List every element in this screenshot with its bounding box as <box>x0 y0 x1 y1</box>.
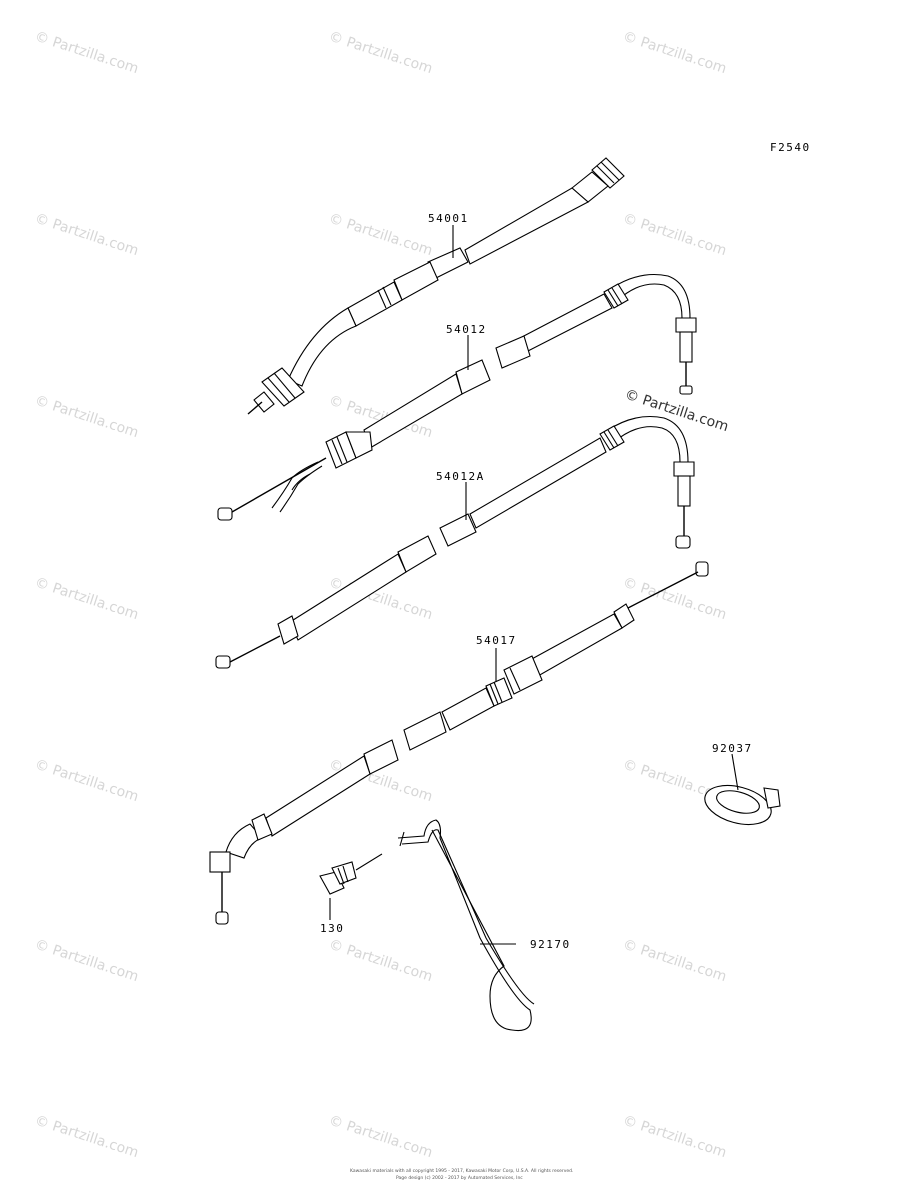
figure-code: F2540 <box>770 141 811 154</box>
part-92170-wire-stay: 92170 <box>397 819 571 1032</box>
watermark: © Partzilla.com <box>621 29 729 78</box>
footer-page-design: Page design (c) 2002 - 2017 by Automated… <box>396 1175 523 1181</box>
part-130-bolt: 130 <box>319 853 383 935</box>
watermark: © Partzilla.com <box>327 29 435 78</box>
part-label-54017: 54017 <box>476 634 517 647</box>
watermark: © Partzilla.com <box>33 937 141 986</box>
part-54012-throttle-cable: 54012 <box>217 273 697 521</box>
watermark: © Partzilla.com <box>621 575 729 624</box>
part-label-54012a: 54012A <box>436 470 485 483</box>
part-92037-clamp: 92037 <box>704 742 781 826</box>
watermark: © Partzilla.com <box>33 393 141 442</box>
part-54017-clutch-cable: 54017 <box>209 561 709 925</box>
part-54012a-throttle-cable: 54012A <box>215 415 695 669</box>
watermark: © Partzilla.com <box>33 211 141 260</box>
watermark: © Partzilla.com <box>327 937 435 986</box>
part-label-92037: 92037 <box>712 742 753 755</box>
watermark: © Partzilla.com <box>621 1113 729 1162</box>
footer-copyright: Kawasaki materials with all copyright 19… <box>350 1168 573 1174</box>
watermark: © Partzilla.com <box>327 211 435 260</box>
part-label-54001: 54001 <box>428 212 469 225</box>
watermark: © Partzilla.com <box>33 1113 141 1162</box>
watermark-grid: © Partzilla.com © Partzilla.com © Partzi… <box>33 29 729 1162</box>
watermark: © Partzilla.com <box>621 211 729 260</box>
watermark: © Partzilla.com <box>33 29 141 78</box>
watermark: © Partzilla.com <box>33 757 141 806</box>
part-label-92170: 92170 <box>530 938 571 951</box>
watermark: © Partzilla.com <box>33 575 141 624</box>
watermark: © Partzilla.com <box>621 937 729 986</box>
watermark: © Partzilla.com <box>327 1113 435 1162</box>
part-label-54012: 54012 <box>446 323 487 336</box>
part-54001-speedometer-cable: 54001 <box>247 157 625 415</box>
part-label-130: 130 <box>320 922 344 935</box>
